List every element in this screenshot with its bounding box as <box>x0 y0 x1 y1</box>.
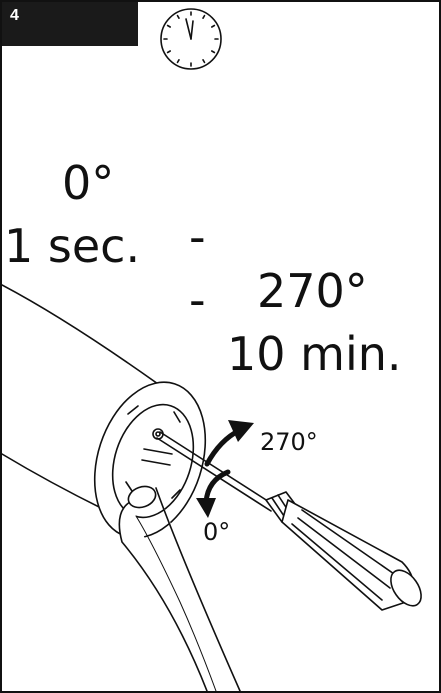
angle-range: 0° - 270° <box>2 102 439 372</box>
step-number: 4 <box>10 7 19 24</box>
adjustment-screw <box>152 428 164 440</box>
cable <box>118 487 241 691</box>
time-range: 1 sec. - 10 min. <box>2 165 439 435</box>
time-separator: - <box>189 273 206 327</box>
label-0: 0° <box>203 518 230 546</box>
label-270: 270° <box>260 428 318 456</box>
step-badge: 4 <box>2 2 138 46</box>
angle-separator: - <box>189 210 206 264</box>
time-min: 1 sec. <box>4 219 141 273</box>
angle-min: 0° <box>62 156 115 210</box>
clock-icon <box>160 8 222 70</box>
screwdriver-shaft <box>156 431 275 512</box>
curved-arrow-down-icon <box>203 469 231 505</box>
time-max: 10 min. <box>227 327 402 381</box>
angle-max: 270° <box>257 264 368 318</box>
